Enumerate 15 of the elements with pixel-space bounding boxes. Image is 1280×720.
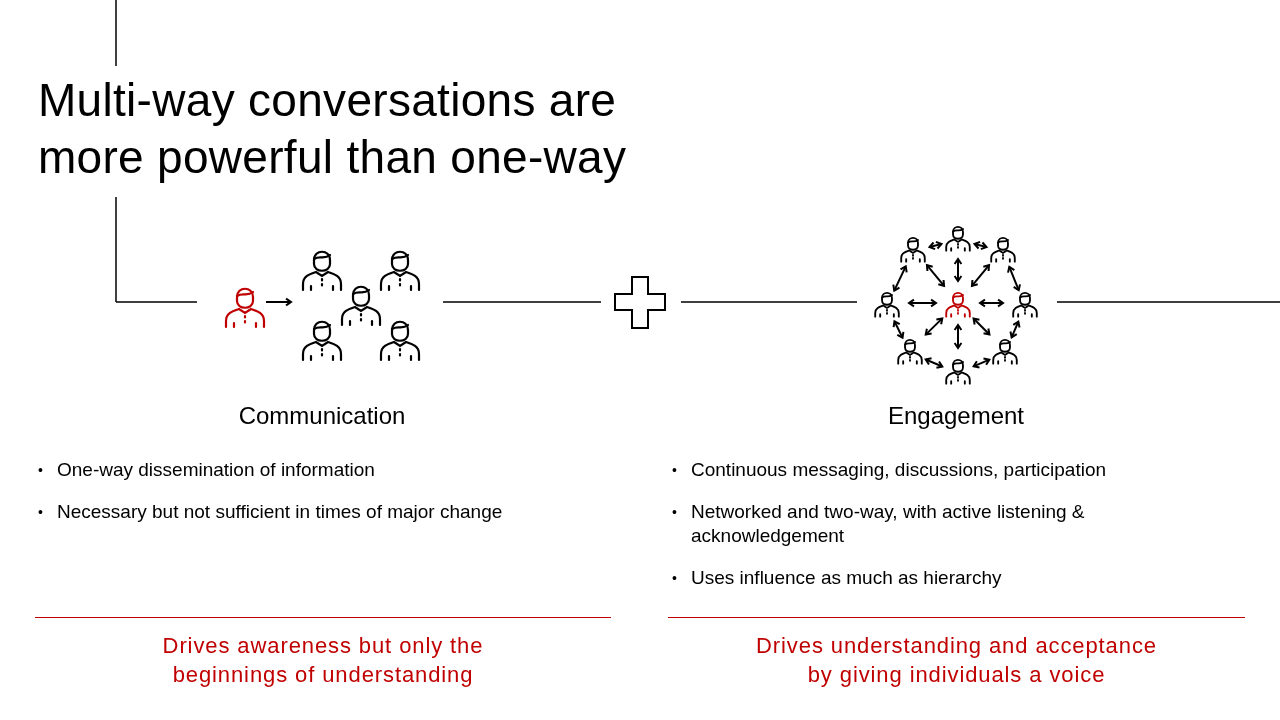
- summary-text: Drives understanding and acceptance by giving individuals a voice: [755, 632, 1158, 689]
- bullet-text: Uses influence as much as hierarchy: [691, 566, 1003, 590]
- bullet-marker: •: [672, 504, 677, 520]
- bullet-text: One-way dissemination of information: [57, 458, 376, 482]
- bullet-marker: •: [672, 462, 677, 478]
- bullet-marker: •: [672, 570, 677, 586]
- section-heading: Communication: [238, 401, 406, 431]
- slide-title: Multi-way conversations are more powerful than one-way: [38, 73, 628, 185]
- bullet-marker: •: [38, 462, 43, 478]
- bullet-text: Necessary but not sufficient in times of major change: [57, 500, 504, 524]
- bullet-marker: •: [38, 504, 43, 520]
- bullet-text: Networked and two-way, with active listening & acknowledgement: [691, 500, 1086, 548]
- summary-text: Drives awareness but only the beginnings of understanding: [161, 632, 485, 689]
- bullet-text: Continuous messaging, discussions, participation: [691, 458, 1108, 482]
- section-heading: Engagement: [887, 401, 1025, 431]
